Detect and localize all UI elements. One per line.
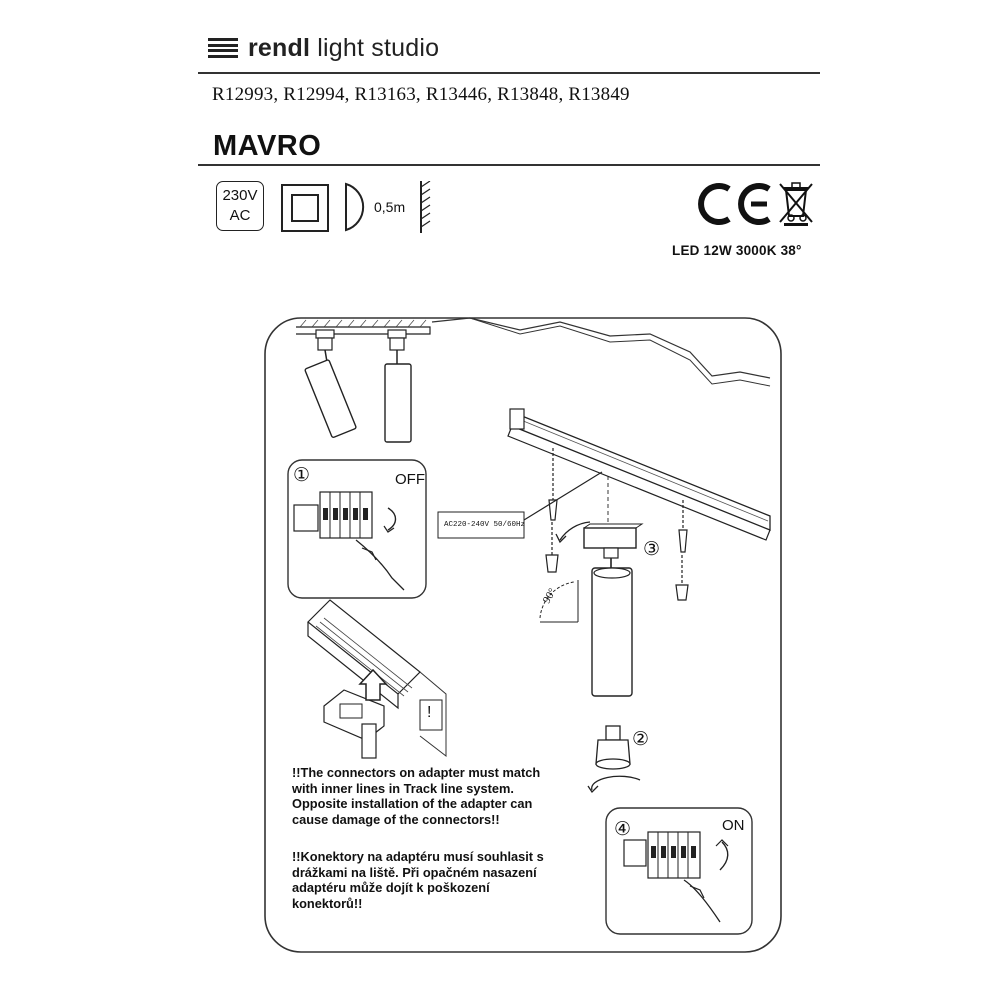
double-insulation-icon [281, 184, 329, 232]
brand-stripes-icon [208, 38, 238, 58]
model-rule [198, 164, 820, 166]
brand-logo: rendl light studio [208, 28, 439, 68]
track-rail [507, 408, 771, 541]
step2-number: ② [632, 729, 650, 750]
screw-right [675, 500, 689, 601]
brand-name: rendl light studio [248, 33, 440, 62]
ce-mark-icon [698, 183, 771, 225]
ceiling-track-illustration [296, 319, 431, 443]
on-label: ON [722, 817, 745, 834]
angle-indicator [539, 580, 579, 623]
power-supply-label: AC220-240V 50/60Hz [444, 521, 526, 529]
wall-hatch-icon [420, 181, 431, 233]
screw-left [545, 448, 559, 573]
step1-breaker-off-panel [287, 459, 427, 599]
weee-bin-icon [779, 182, 813, 226]
product-codes: R12993, R12994, R13163, R13446, R13848, … [212, 84, 630, 105]
warning-english: !!The connectors on adapter must match w… [292, 765, 541, 827]
adapter-insertion-illustration [307, 599, 447, 759]
adapter-and-spotlight [555, 521, 644, 697]
led-spec: LED 12W 3000K 38° [672, 243, 802, 258]
off-label: OFF [395, 471, 425, 488]
step1-number: ① [293, 465, 311, 486]
model-name: MAVRO [213, 130, 322, 162]
step4-breaker-on-panel [605, 807, 753, 935]
gu10-bulb [595, 725, 631, 770]
header-rule [198, 72, 820, 74]
beam-half-circle-icon [345, 182, 365, 232]
minimum-distance-label: 0,5m [374, 199, 406, 215]
warning-mark: ! [427, 704, 432, 721]
step3-number: ③ [643, 539, 661, 560]
warning-czech: !!Konektory na adaptéru musí souhlasit s… [292, 849, 544, 911]
step4-number: ④ [614, 819, 632, 840]
